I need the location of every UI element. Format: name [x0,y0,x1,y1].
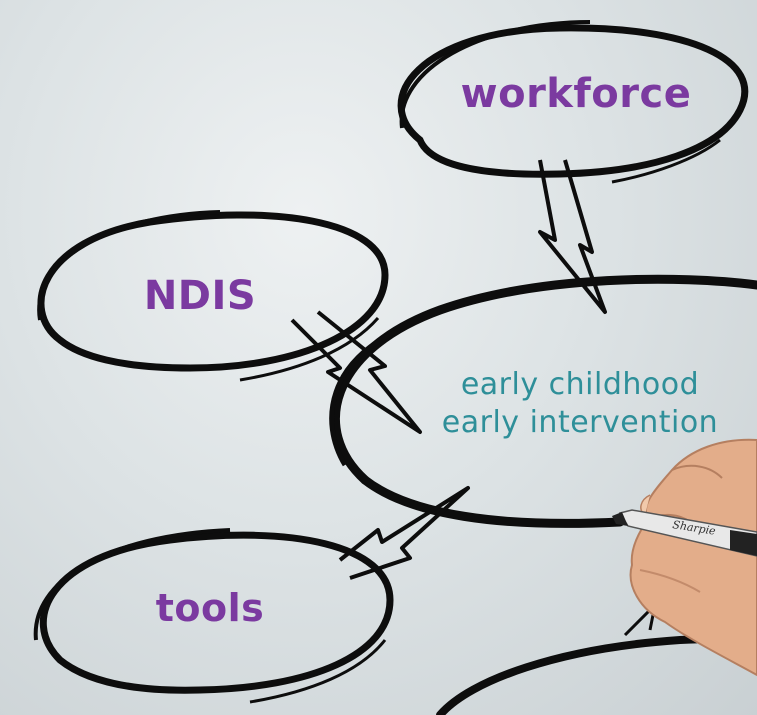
workforce-bubble [397,20,749,184]
tools-bubble [33,528,394,704]
ndis-bubble [37,210,389,382]
center-label: early childhood early intervention [442,366,718,442]
marker-pen-icon: Sharpie [612,509,757,557]
tools-arrow [338,486,470,580]
center-label-line1: early childhood [460,367,700,402]
workforce-label: workforce [460,71,692,117]
ndis-arrow [290,310,422,434]
tools-label: tools [155,586,265,630]
workforce-arrow [538,159,607,314]
ndis-label: NDIS [143,273,257,319]
center-label-line2: early intervention [441,405,719,440]
